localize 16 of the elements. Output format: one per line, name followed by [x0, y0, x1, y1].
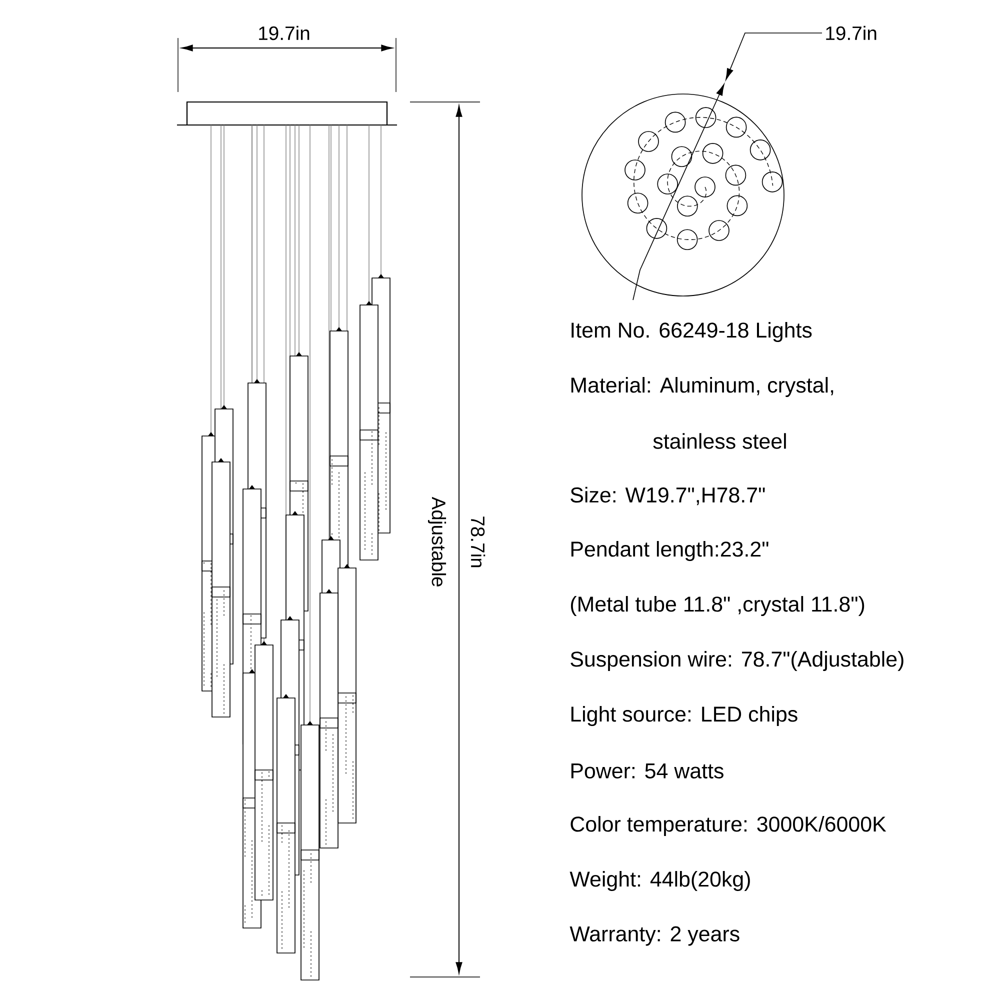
- spec-text: Pendant length:23.2": [571, 541, 768, 561]
- spec-text: Suspension wire: 78.7"(Adjustable): [570, 651, 904, 671]
- dimension-label: 19.7in: [826, 26, 876, 40]
- dimension-label: Adjustable: [428, 496, 446, 586]
- spec-text: Item No. 66249-18 Lights: [572, 322, 812, 342]
- dimension-label: 19.7in: [259, 26, 310, 40]
- spec-text: stainless steel: [653, 433, 786, 449]
- spec-text: Color temperature: 3000K/6000K: [570, 816, 886, 836]
- spec-text: Material: Aluminum, crystal,: [571, 377, 834, 397]
- spec-text: Power: 54 watts: [571, 764, 724, 778]
- spec-text: Warranty: 2 years: [570, 926, 740, 946]
- spec-text: (Metal tube 11.8" ,crystal 11.8"): [571, 596, 864, 616]
- spec-text: Light source: LED chips: [571, 706, 798, 726]
- spec-text: Size: W19.7",H78.7": [570, 486, 765, 506]
- spec-text: Weight: 44lb(20kg): [570, 871, 750, 891]
- dimension-label: 78.7in: [470, 516, 486, 568]
